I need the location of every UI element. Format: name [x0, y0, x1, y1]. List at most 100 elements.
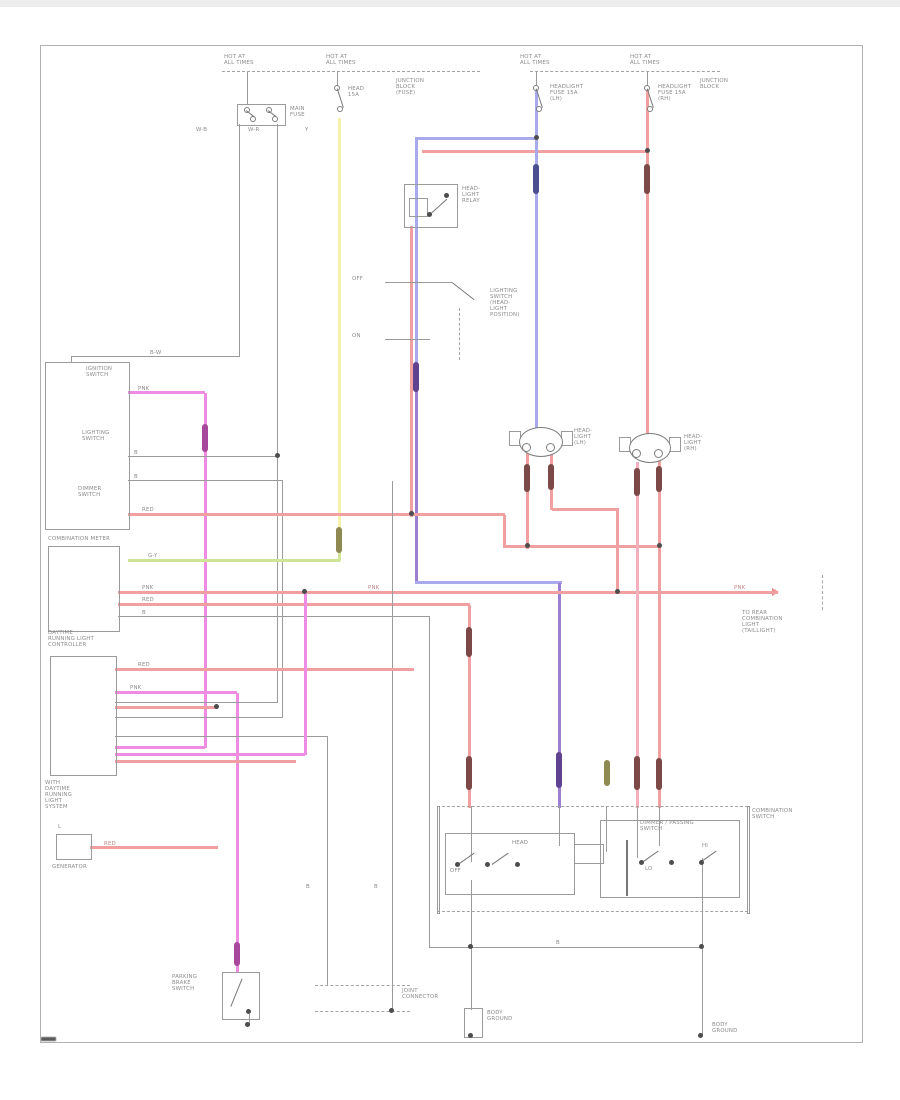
taillight-note: TO REAR COMBINATION LIGHT (TAILLIGHT) [742, 610, 783, 634]
red-h-547 [503, 545, 660, 548]
connector-rail-2 [315, 1011, 410, 1012]
wire-code-b-393: B [374, 884, 378, 890]
red-v-headlight-rh [646, 90, 649, 436]
fuse1-feed-v [239, 124, 240, 357]
red-v-505 [503, 515, 506, 547]
joint-connector-label: JOINT CONNECTOR [402, 988, 439, 1000]
magenta-v-parkbrake [236, 693, 239, 973]
generator-terminal-label: L [58, 824, 62, 830]
yellow-v [338, 118, 341, 529]
relay-contact-b [444, 193, 449, 198]
combo-gnd-v-472 [471, 912, 472, 1010]
combo-int-638 [637, 806, 638, 858]
pink-h-592 [118, 591, 778, 594]
ground-dot-472 [468, 1033, 473, 1038]
hdr-drop-2 [337, 72, 338, 86]
lighting-switch-subbox [445, 833, 575, 895]
dimmer-switch-subbox [600, 820, 740, 898]
headlight-relay-box [404, 184, 458, 228]
fuse1-out-v [277, 124, 278, 703]
ignition-switch-label: IGNITION SWITCH [86, 366, 113, 378]
conn-pink-638b [634, 756, 640, 790]
fuse3-term-b [536, 106, 542, 112]
head-fuse-label: HEAD 15A [348, 86, 365, 98]
hot-label-4: HOT AT ALL TIMES [630, 54, 660, 66]
pink-v-638 [636, 462, 639, 808]
hdr-drop-1 [247, 72, 248, 104]
relay-coil-box [409, 198, 428, 217]
ignition-switch-box [45, 362, 130, 530]
park-brake-switch-box [222, 972, 260, 1020]
combo-off-label: OFF [450, 868, 462, 874]
lavender-h-583 [415, 581, 562, 584]
purple-v-left [415, 390, 418, 583]
relay-out-red-v [410, 226, 413, 517]
main-fuse-label: MAIN FUSE [290, 106, 305, 118]
combo-gnd-v-703 [702, 912, 703, 1036]
wire-code-y: Y [305, 127, 309, 133]
generator-box [56, 834, 92, 860]
wire-code-red-515: RED [142, 507, 154, 513]
generator-label: GENERATOR [52, 864, 87, 870]
headlight-lh-label: HEAD- LIGHT (LH) [574, 428, 593, 446]
wire-code-pnk-mid: PNK [368, 585, 380, 591]
red-h-510 [552, 508, 618, 511]
wire-code-red-670: RED [138, 662, 150, 668]
conn-red-470b [466, 756, 472, 790]
blk-h-703 [115, 702, 278, 703]
drl-controller-label: DAYTIME RUNNING LIGHT CONTROLLER [48, 630, 94, 648]
junction-block-label-2: JUNCTION BLOCK [700, 78, 729, 90]
conn-red-552 [548, 464, 554, 490]
hot-label-3: HOT AT ALL TIMES [520, 54, 550, 66]
lime-v-stub [338, 551, 341, 561]
combo-int-472b [471, 880, 472, 912]
headlight-lh-body [519, 427, 563, 457]
hl-lh-pin2 [546, 443, 555, 452]
blk-h-457 [128, 456, 278, 457]
switch-out-v [282, 481, 283, 718]
wire-code-pnk-592: PNK [142, 585, 154, 591]
connector-dot-393 [389, 1008, 394, 1013]
magenta-v-305 [304, 593, 307, 755]
headlight-relay-label: HEAD- LIGHT RELAY [462, 186, 481, 204]
red-h-515 [128, 513, 505, 516]
combo-bottom-edge [437, 911, 748, 912]
fuse4-term-b [647, 106, 653, 112]
fuse2-term-b [337, 106, 343, 112]
combo-contact-4 [639, 860, 644, 865]
headlight-fuse-lh-label: HEADLIGHT FUSE 15A (LH) [550, 84, 584, 102]
conn-magenta-left [202, 424, 208, 452]
combo-mid-box [574, 844, 604, 864]
wire-code-wb: W-B [196, 127, 208, 133]
blk-h-481 [128, 480, 283, 481]
combo-int-472a [471, 806, 472, 862]
junction-red-rh [645, 148, 650, 153]
red-h-708 [115, 706, 218, 709]
terminal-708 [214, 704, 219, 709]
sw-on-label: ON [352, 333, 361, 339]
red-v-660 [658, 458, 661, 808]
red-v-combo-1 [468, 605, 471, 808]
hot-label-2: HOT AT ALL TIMES [326, 54, 356, 66]
hl-rh-pin1 [632, 449, 641, 458]
combo-int-560 [559, 806, 560, 846]
conn-red-660a [656, 466, 662, 492]
magenta-h-755 [115, 753, 305, 756]
combo-int-660 [659, 806, 660, 846]
sw-line-1 [385, 282, 452, 283]
red-h-605 [118, 603, 470, 606]
scan-corner-mark [41, 1037, 56, 1041]
combination-meter-label: COMBINATION METER [48, 536, 111, 542]
combo-int-703 [702, 858, 703, 912]
dimmer-passing-label: DIMMER / PASSING SWITCH [640, 820, 694, 832]
combo-switch-right-edge [747, 806, 750, 914]
combo-contact-5 [669, 860, 674, 865]
combination-meter-box [48, 546, 120, 632]
hot-label-1: HOT AT ALL TIMES [224, 54, 254, 66]
wire-code-red-848: RED [104, 841, 116, 847]
conn-red-528 [524, 464, 530, 492]
conn-purple-left [413, 362, 419, 392]
blk-v-328 [327, 737, 328, 985]
blk-h-718 [115, 717, 283, 718]
